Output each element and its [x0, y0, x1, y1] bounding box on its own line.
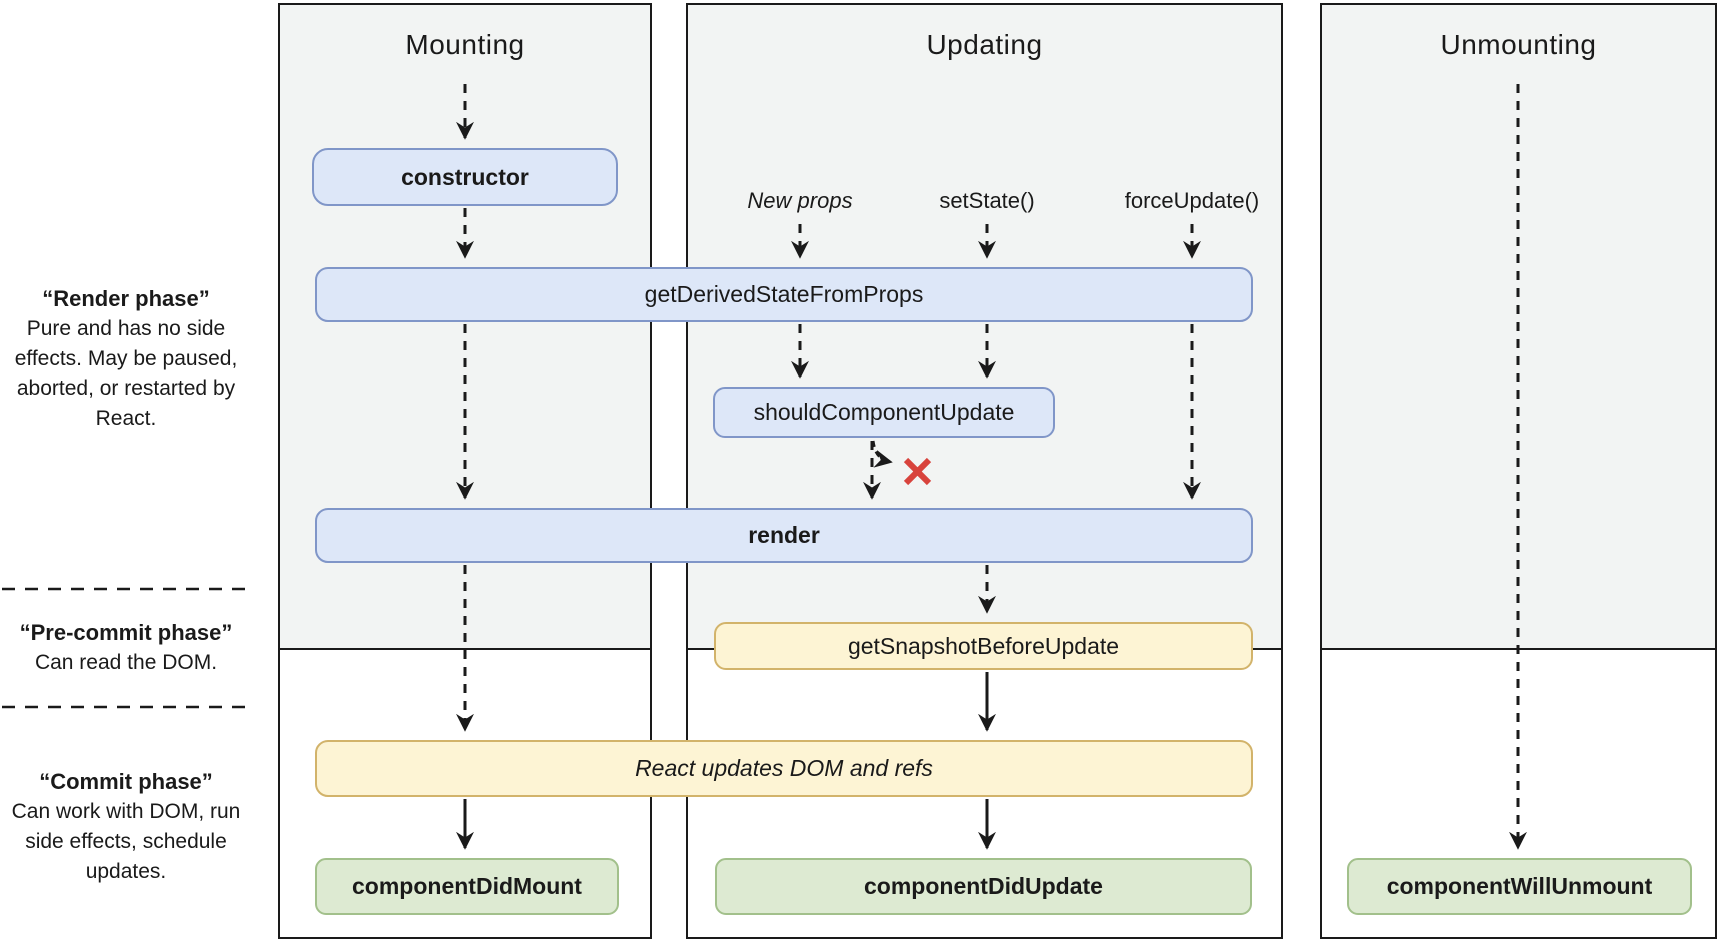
column-updating: Updating: [686, 3, 1283, 939]
phase-title: “Render phase”: [42, 286, 210, 311]
node-component-did-update[interactable]: componentDidUpdate: [715, 858, 1252, 915]
node-render[interactable]: render: [315, 508, 1253, 563]
column-title-unmounting: Unmounting: [1440, 29, 1597, 60]
node-react-updates-dom-and-refs: React updates DOM and refs: [315, 740, 1253, 797]
phase-label-commit: “Commit phase” Can work with DOM, run si…: [0, 766, 252, 887]
phase-boundary-line: [280, 648, 650, 650]
trigger-set-state: setState(): [939, 188, 1035, 213]
phase-description: Can read the DOM.: [34, 651, 218, 674]
phase-description: Pure and has no side effects. May be pau…: [14, 317, 238, 430]
phase-label-render: “Render phase” Pure and has no side effe…: [0, 283, 252, 434]
phase-title: “Commit phase”: [39, 769, 213, 794]
trigger-force-update: forceUpdate(): [1124, 188, 1260, 213]
node-should-component-update[interactable]: shouldComponentUpdate: [713, 387, 1055, 438]
phase-description: Can work with DOM, run side effects, sch…: [11, 800, 241, 883]
node-component-did-mount[interactable]: componentDidMount: [315, 858, 619, 915]
node-constructor[interactable]: constructor: [312, 148, 618, 206]
column-unmounting: Unmounting: [1320, 3, 1717, 939]
column-mounting: Mounting: [278, 3, 652, 939]
trigger-new-props: New props: [747, 188, 853, 213]
node-get-snapshot-before-update[interactable]: getSnapshotBeforeUpdate: [714, 622, 1253, 670]
column-title-mounting: Mounting: [405, 29, 525, 60]
phase-label-pre-commit: “Pre-commit phase” Can read the DOM.: [0, 617, 252, 678]
phase-title: “Pre-commit phase”: [19, 620, 233, 645]
phase-boundary-line: [1322, 648, 1715, 650]
node-get-derived-state-from-props[interactable]: getDerivedStateFromProps: [315, 267, 1253, 322]
node-component-will-unmount[interactable]: componentWillUnmount: [1347, 858, 1692, 915]
column-title-updating: Updating: [926, 29, 1043, 60]
